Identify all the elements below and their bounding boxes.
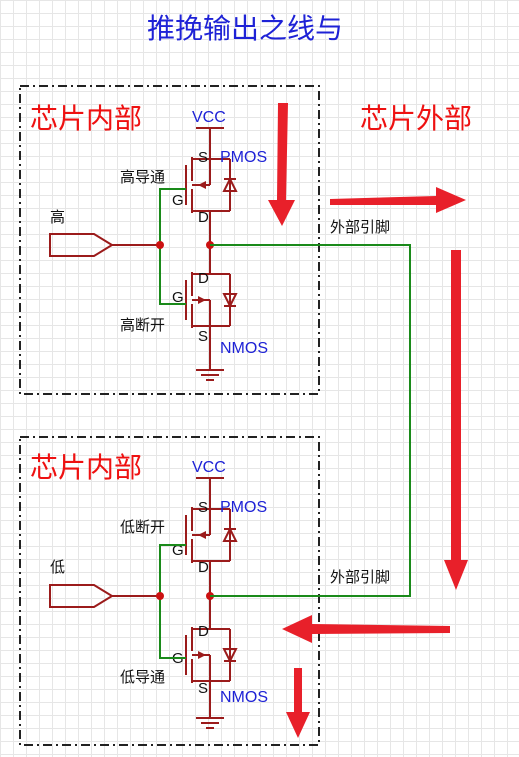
pmos-d-pin: D <box>198 559 209 576</box>
chip-box-bottom <box>19 436 320 746</box>
pmos-g-pin: G <box>172 542 184 559</box>
chip-box-top <box>19 85 320 395</box>
arrow-down-icon <box>444 250 468 590</box>
external-wire <box>210 244 411 597</box>
input-label: 低 <box>50 558 65 576</box>
nmos-d-pin: D <box>198 270 209 287</box>
vcc-label: VCC <box>192 459 226 476</box>
junction-dot <box>156 241 164 249</box>
chip-label-top: 芯片内部 <box>30 102 142 135</box>
input-port <box>49 584 114 608</box>
pin-label: 外部引脚 <box>330 218 390 236</box>
diagram-title: 推挽输出之线与 <box>147 12 343 45</box>
pmos-s-pin: S <box>198 499 208 516</box>
nmos-s-pin: S <box>198 680 208 697</box>
current-arrows <box>268 103 468 738</box>
pin-label: 外部引脚 <box>330 568 390 586</box>
nmos-g-pin: G <box>172 289 184 306</box>
pmos-label: PMOS <box>220 499 267 516</box>
junction-dot <box>156 592 164 600</box>
ground-icon <box>195 717 225 729</box>
nmos-state: 低导通 <box>120 668 165 686</box>
pmos-label: PMOS <box>220 149 267 166</box>
nmos-label: NMOS <box>220 340 268 357</box>
bottom-circuit: VCC S G D PMOS 低断开 D G S NMOS 低导通 低 外部引脚 <box>49 459 390 729</box>
nmos-s-pin: S <box>198 328 208 345</box>
ground-icon <box>195 369 225 381</box>
pmos-s-pin: S <box>198 149 208 166</box>
nmos-state: 高断开 <box>120 316 165 334</box>
arrow-right-icon <box>330 187 466 213</box>
outside-label: 芯片外部 <box>360 102 472 135</box>
vcc-label: VCC <box>192 109 226 126</box>
top-circuit: VCC S G D PMOS 高导通 D G S NMOS 高断开 高 外部引脚 <box>49 109 390 381</box>
pmos-d-pin: D <box>198 209 209 226</box>
chip-label-bottom: 芯片内部 <box>30 451 142 484</box>
nmos-label: NMOS <box>220 689 268 706</box>
pmos-state: 高导通 <box>120 168 165 186</box>
arrow-left-icon <box>282 615 450 643</box>
input-label: 高 <box>50 208 65 226</box>
arrow-down-icon <box>268 103 295 226</box>
nmos-transistor <box>185 259 237 341</box>
nmos-transistor <box>185 614 237 696</box>
pmos-g-pin: G <box>172 192 184 209</box>
arrow-down-icon <box>286 668 310 738</box>
input-port <box>49 233 114 257</box>
nmos-d-pin: D <box>198 623 209 640</box>
pmos-state: 低断开 <box>120 518 165 536</box>
